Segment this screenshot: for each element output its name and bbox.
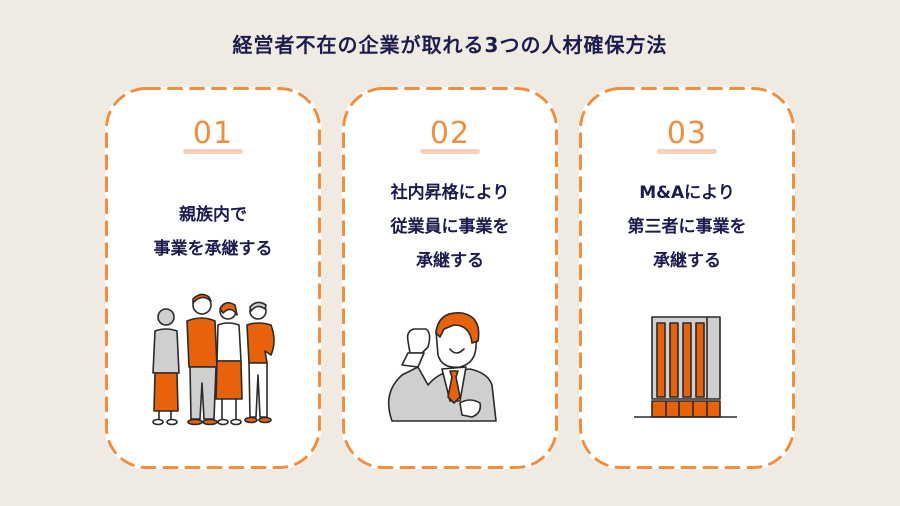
card-description: 親族内で 事業を承継する xyxy=(153,205,273,259)
method-card-2: 02 社内昇格により 従業員に事業を 承継する xyxy=(342,87,558,469)
dashed-border xyxy=(342,87,558,469)
family-group-illustration xyxy=(152,293,275,426)
page-title: 経営者不在の企業が取れる3つの人材確保方法 xyxy=(232,33,668,57)
card-description: M&Aにより 第三者に事業を 承継する xyxy=(627,183,747,271)
method-card-3: 03 M&Aにより 第三者に事業を 承継する xyxy=(579,87,795,469)
card-number: 02 xyxy=(429,116,471,151)
method-card-1: 01 親族内で 事業を承継する xyxy=(105,87,321,469)
card-number: 03 xyxy=(666,116,708,151)
card-description: 社内昇格により 従業員に事業を 承継する xyxy=(390,183,510,271)
dashed-border xyxy=(105,87,321,469)
businessman-fist-illustration xyxy=(387,312,497,422)
number-underline xyxy=(420,149,480,154)
number-underline xyxy=(183,149,243,154)
card-number: 01 xyxy=(192,116,234,151)
number-underline xyxy=(657,149,717,154)
dashed-border xyxy=(579,87,795,469)
office-building-illustration xyxy=(634,316,737,418)
